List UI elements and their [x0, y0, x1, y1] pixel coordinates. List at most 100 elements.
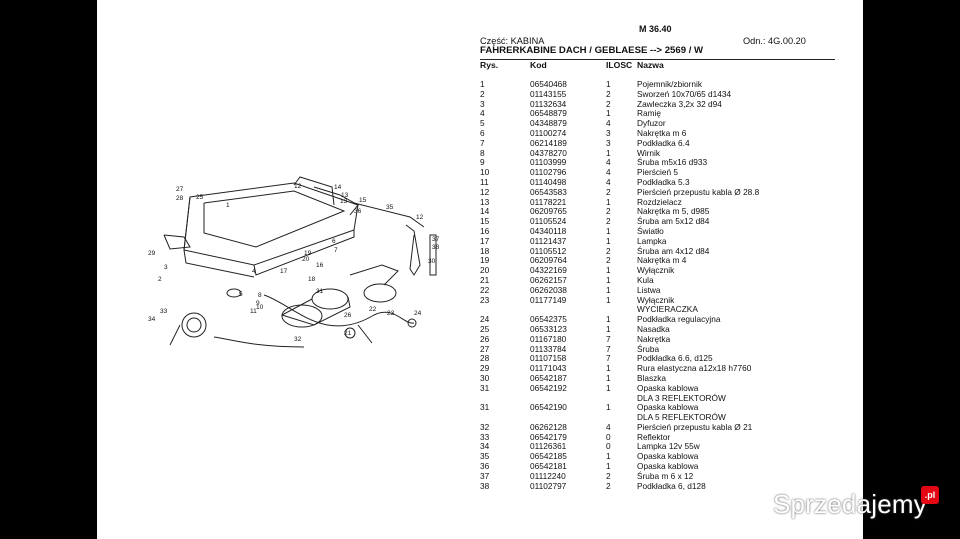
row-nazwa: Opaska kablowa — [637, 402, 699, 413]
svg-text:9: 9 — [256, 300, 260, 307]
svg-text:28: 28 — [176, 195, 184, 202]
row-nazwa: Nakrętka m 5, d985 — [637, 206, 710, 217]
row-kod: 01105512 — [530, 245, 567, 256]
row-ilosc: 4 — [606, 176, 611, 187]
row-ilosc: 1 — [606, 363, 611, 374]
row-nazwa: Opaska kablowa — [637, 382, 699, 393]
row-kod: 06542181 — [530, 461, 567, 472]
svg-text:12: 12 — [416, 214, 424, 221]
svg-text:20: 20 — [302, 256, 310, 263]
row-rys: 15 — [480, 216, 490, 227]
row-rys: 9 — [480, 157, 485, 168]
row-ilosc: 1 — [606, 284, 611, 295]
svg-text:15: 15 — [359, 197, 367, 204]
row-ilosc: 7 — [606, 353, 611, 364]
page-code: M 36.40 — [639, 24, 672, 34]
row-nazwa: Kula — [637, 274, 654, 285]
row-nazwa: Wirnik — [637, 147, 661, 158]
row-ilosc: 1 — [606, 323, 611, 334]
column-header-ilosc: ILOSC — [606, 60, 633, 70]
row-rys: 13 — [480, 196, 490, 207]
svg-text:34: 34 — [148, 316, 156, 323]
row-kod: 06542179 — [530, 431, 567, 442]
svg-text:18: 18 — [308, 276, 316, 283]
svg-text:26: 26 — [344, 312, 352, 319]
diffuser-part — [226, 288, 242, 298]
row-kod: 01140498 — [530, 176, 567, 187]
row-ilosc: 1 — [606, 382, 611, 393]
row-rys: 4 — [480, 108, 485, 119]
row-nazwa: Sworzeń 10x70/65 d1434 — [637, 88, 732, 99]
row-kod: 01100274 — [530, 127, 567, 138]
row-nazwa: Pierścień przepustu kabla Ø 28.8 — [637, 186, 760, 197]
section-title: FAHRERKABINE DACH / GEBLAESE --> 2569 / … — [480, 45, 704, 56]
row-ilosc: 1 — [606, 274, 611, 285]
row-ilosc: 2 — [606, 255, 611, 266]
svg-text:24: 24 — [414, 310, 422, 317]
row-ilosc: 1 — [606, 451, 611, 462]
svg-text:33: 33 — [160, 308, 168, 315]
row-kod: 06542187 — [530, 372, 567, 383]
row-kod: 06209765 — [530, 206, 567, 217]
svg-text:12: 12 — [294, 183, 302, 190]
row-nazwa: Rozdzielacz — [637, 196, 682, 207]
row-nazwa: Blaszka — [637, 372, 667, 383]
row-ilosc: 4 — [606, 167, 611, 178]
svg-text:23: 23 — [387, 310, 395, 317]
row-ilosc: 0 — [606, 441, 611, 452]
row-ilosc: 1 — [606, 372, 611, 383]
row-nazwa: WYCIERACZKA — [637, 304, 698, 315]
svg-text:13: 13 — [340, 198, 348, 205]
row-rys: 25 — [480, 323, 490, 334]
row-nazwa: Podkładka regulacyjna — [637, 314, 721, 325]
header-divider — [480, 59, 835, 60]
row-ilosc: 2 — [606, 470, 611, 481]
row-nazwa: Śruba am 5x12 d84 — [637, 216, 710, 227]
row-kod: 06542375 — [530, 314, 567, 325]
row-rys: 2 — [480, 88, 485, 99]
row-ilosc: 2 — [606, 186, 611, 197]
svg-text:11: 11 — [250, 308, 257, 315]
row-nazwa: Opaska kablowa — [637, 451, 699, 462]
switch-knob — [407, 318, 417, 328]
svg-text:5: 5 — [239, 291, 243, 298]
table-row: DLA 5 REFLEKTORÓW — [480, 412, 840, 423]
watermark-badge: .pl — [921, 486, 939, 504]
svg-text:6: 6 — [332, 238, 336, 245]
row-kod: 01143155 — [530, 88, 567, 99]
row-nazwa: Lampka — [637, 235, 667, 246]
row-rys: 30 — [480, 372, 490, 383]
row-kod: 01167180 — [530, 333, 567, 344]
svg-text:32: 32 — [294, 336, 302, 343]
svg-text:3: 3 — [164, 264, 168, 271]
row-ilosc: 1 — [606, 225, 611, 236]
row-kod: 01103999 — [530, 157, 567, 168]
row-nazwa: Śruba m 6 x 12 — [637, 470, 694, 481]
row-rys: 7 — [480, 137, 485, 148]
row-nazwa: Wyłącznik — [637, 265, 675, 276]
row-rys: 31 — [480, 382, 490, 393]
row-kod: 04348879 — [530, 118, 567, 129]
row-rys: 14 — [480, 206, 490, 217]
row-kod: 01133784 — [530, 343, 567, 354]
row-kod: 01107158 — [530, 353, 567, 364]
row-ilosc: 1 — [606, 265, 611, 276]
svg-text:4: 4 — [252, 268, 256, 275]
